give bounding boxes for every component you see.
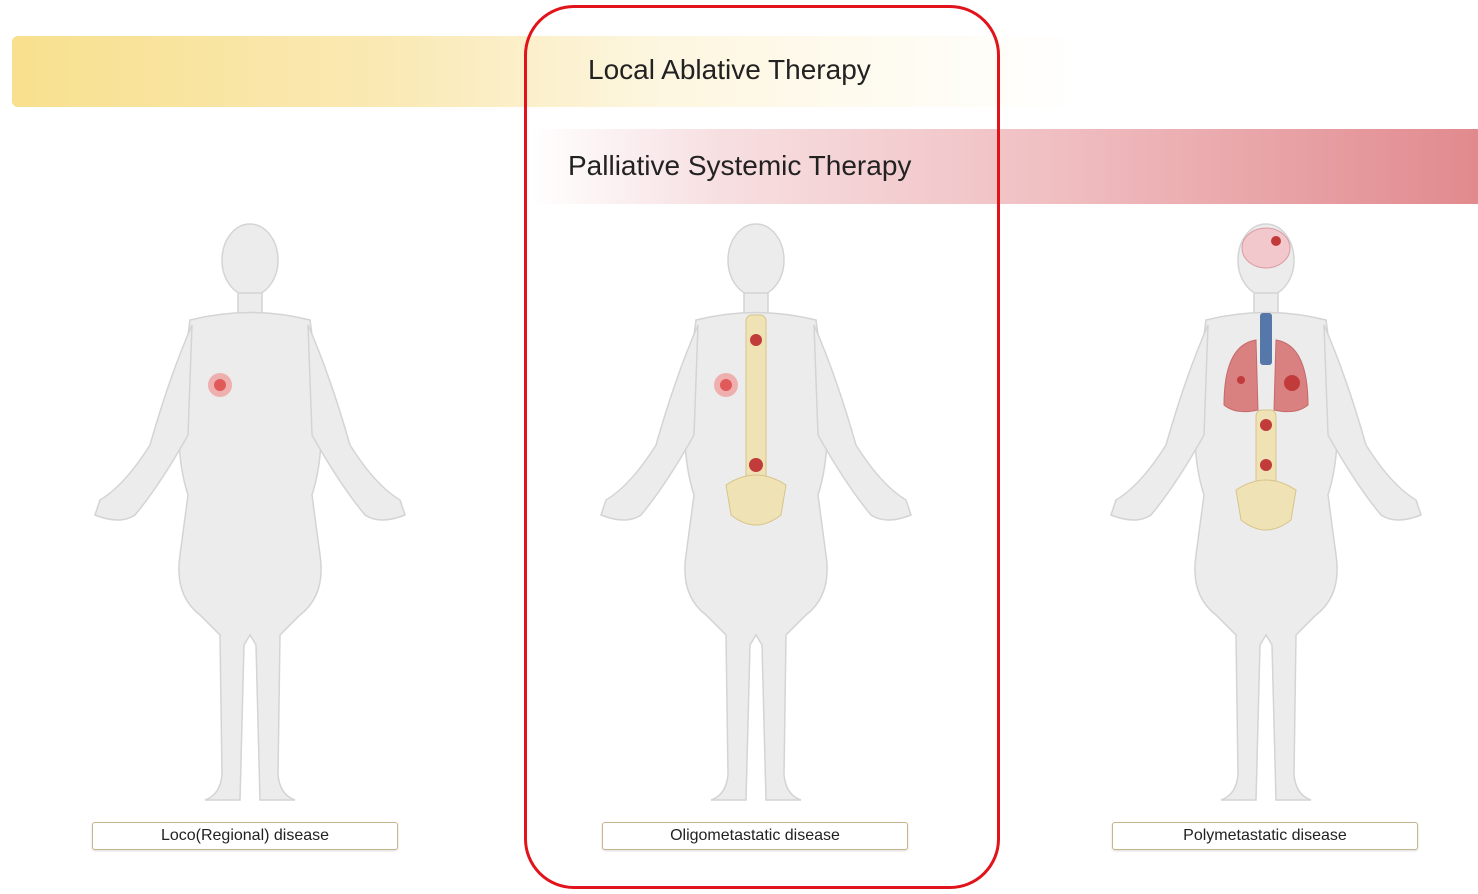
stage-caption-locoregional: Loco(Regional) disease [92, 822, 398, 850]
body-figure-locoregional [80, 215, 420, 815]
oligometastatic-highlight-frame [524, 5, 1000, 889]
stage-caption-oligometastatic: Oligometastatic disease [602, 822, 908, 850]
trachea-icon [1260, 313, 1272, 365]
stage-caption-polymetastatic: Polymetastatic disease [1112, 822, 1418, 850]
human-body-silhouette [95, 224, 405, 800]
body-figure-polymetastatic [1096, 215, 1436, 815]
brain-icon [1242, 228, 1290, 268]
breast-tumor-icon [208, 373, 232, 397]
